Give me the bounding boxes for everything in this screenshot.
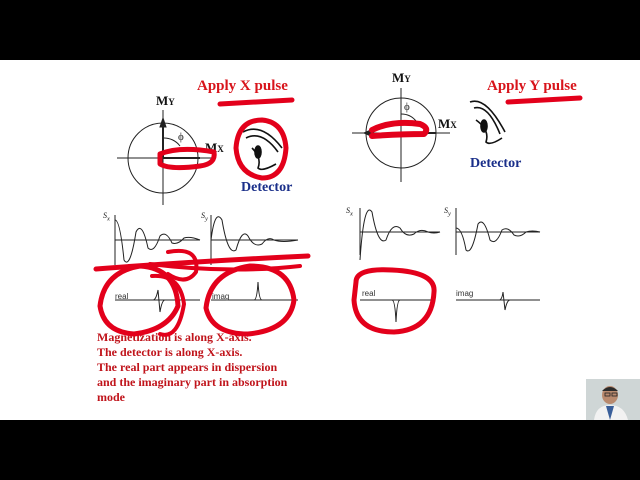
presenter-figure [586,379,640,420]
left-mx-highlight [157,146,217,171]
right-sx-label: Sx [346,206,353,218]
right-real-absorption [376,299,420,323]
diagram-canvas [114,88,541,323]
left-real-label: real [115,292,129,301]
right-imag-dispersion [480,291,528,311]
left-sx-fid [114,219,201,263]
underline-apply-x [217,97,295,107]
right-my-sub: Y [404,74,411,84]
left-real-circle [97,263,181,337]
right-mx-label: MX [438,116,457,132]
right-mx-sub: X [450,120,457,130]
left-mx-sub: X [217,144,224,154]
explanation-notes: Magnetization is along X-axis. The detec… [97,330,337,405]
right-my-label: MY [392,70,411,86]
left-sx-main: S [103,211,107,220]
left-my-label: MY [156,93,175,109]
right-my-main: M [392,70,405,85]
right-sy-sub: y [448,210,451,218]
right-sy-fid [455,221,541,252]
right-sx-fid [359,209,441,261]
left-imag-circle [203,263,297,337]
right-signal-plots [359,208,541,323]
left-coordinate-diagram [117,110,215,205]
left-top-swirl [166,249,199,282]
note-line-3: The real part appears in dispersion [97,360,278,374]
right-my-highlight [369,119,430,139]
left-phi-arc [162,137,181,147]
right-detector-label: Detector [470,156,522,171]
note-line-2: The detector is along X-axis. [97,345,243,359]
right-sy-label: Sy [444,206,451,218]
left-sy-main: S [201,211,205,220]
left-signal-plots [114,215,299,313]
left-my-main: M [156,93,169,108]
left-sy-sub: y [205,215,208,223]
right-real-circle [351,267,437,335]
left-phi-label: ϕ [178,131,184,143]
left-real-dispersion [140,289,178,313]
pen-annotations [93,95,583,337]
presenter-webcam [586,379,640,420]
left-sy-label: Sy [201,211,208,223]
right-imag-label: imag [456,289,474,298]
right-eye-icon [469,100,506,145]
note-line-4: and the imaginary part in absorption [97,375,288,389]
left-apply-x-label: Apply X pulse [197,78,288,94]
left-my-sub: Y [168,97,175,107]
left-eye-circle [233,117,289,181]
left-sx-label: Sx [103,211,110,223]
left-scribble-line-1 [93,253,311,272]
right-sx-sub: x [350,210,353,218]
left-real-circle-2 [150,273,186,337]
right-phi-label: ϕ [404,101,410,113]
left-sy-fid [210,216,299,252]
right-apply-y-label: Apply Y pulse [487,78,577,94]
note-line-5: mode [97,390,125,404]
right-real-label: real [362,289,376,298]
underline-apply-y [505,95,583,105]
left-sx-sub: x [107,215,110,223]
left-scribble-line-2 [148,262,302,272]
left-eye-icon [242,128,283,171]
right-mx-main: M [438,116,451,131]
right-sx-main: S [346,206,350,215]
left-imag-absorption [232,281,280,301]
left-imag-label: imag [212,292,230,301]
right-sy-main: S [444,206,448,215]
left-detector-label: Detector [241,180,293,195]
slide: Apply X pulse MY MX ϕ Detector Sx Sy rea… [0,60,640,420]
